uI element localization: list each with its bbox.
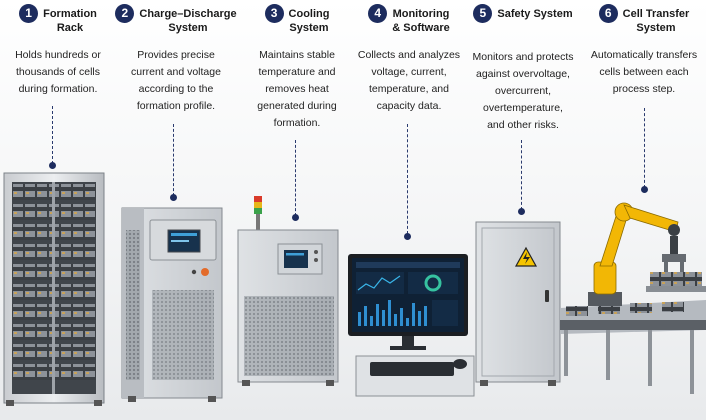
charge-discharge-cabinet-icon <box>121 207 223 402</box>
connector-line <box>644 108 645 188</box>
connector-line <box>173 124 174 196</box>
connector-dot <box>518 208 525 215</box>
connector-line <box>52 106 53 164</box>
robot-arm-icon <box>560 202 706 394</box>
step-number-badge: 1 <box>19 4 39 23</box>
formation-rack-icon <box>3 172 105 406</box>
connector-dot <box>170 194 177 201</box>
connector-dot <box>49 162 56 169</box>
connector-line <box>295 140 296 216</box>
step-number-badge: 5 <box>473 4 493 23</box>
monitoring-station-icon <box>348 254 475 397</box>
connector-dot <box>292 214 299 221</box>
step-4: 4 Monitoring& Software Collects and anal… <box>354 4 464 115</box>
safety-cabinet-icon <box>475 221 561 386</box>
step-title: Monitoring& Software <box>392 8 450 34</box>
connector-dot <box>641 186 648 193</box>
step-number-badge: 2 <box>115 4 135 23</box>
cooling-unit-icon <box>237 196 339 386</box>
connector-line <box>521 140 522 210</box>
step-title: Safety System <box>497 8 573 20</box>
step-number-badge: 6 <box>598 4 618 23</box>
step-number-badge: 4 <box>368 4 388 23</box>
connector-dot <box>404 233 411 240</box>
connector-line <box>407 124 408 234</box>
step-number-badge: 3 <box>264 4 284 23</box>
